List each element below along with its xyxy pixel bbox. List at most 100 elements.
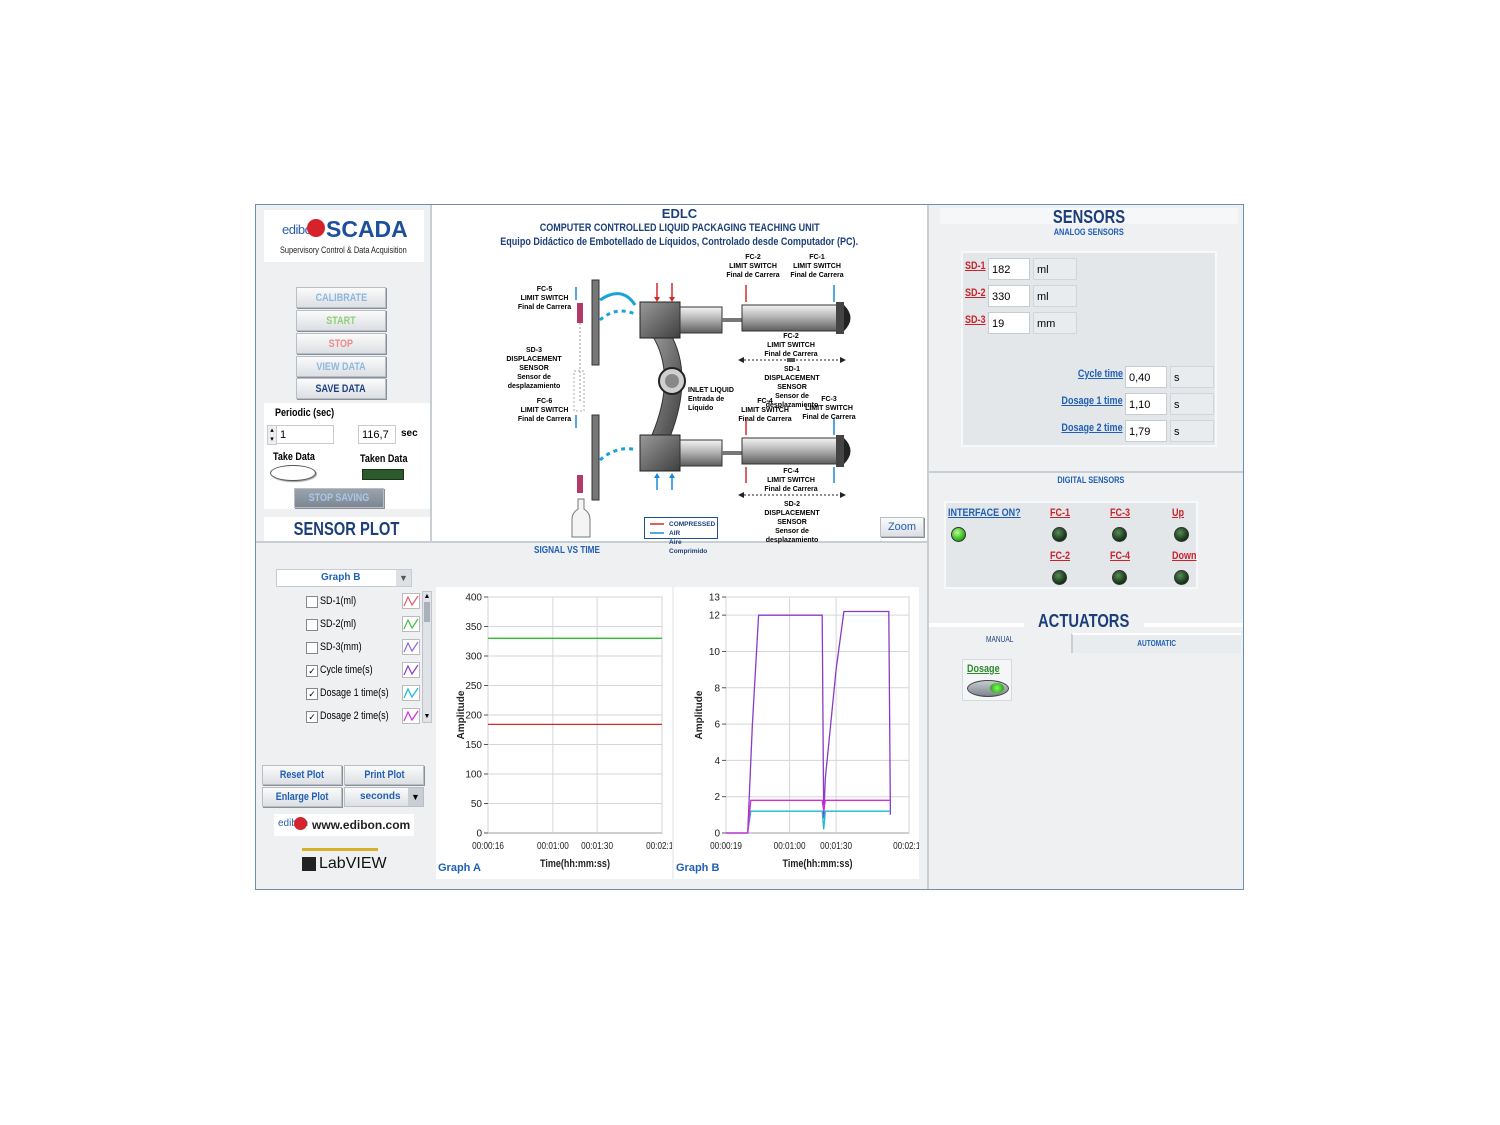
print-plot-button[interactable]: Print Plot — [344, 765, 424, 785]
y-tick-label: 300 — [465, 652, 482, 663]
tab-manual[interactable]: MANUAL — [986, 635, 1014, 644]
enlarge-plot-button[interactable]: Enlarge Plot — [262, 787, 342, 807]
signal-legend-swatch — [402, 593, 420, 609]
y-tick-label: 6 — [714, 720, 720, 731]
stop-button[interactable]: STOP — [296, 333, 386, 354]
y-tick-label: 50 — [471, 799, 483, 810]
y-tick-label: 12 — [709, 611, 721, 622]
brand-panel: edibon SCADA Supervisory Control & Data … — [264, 210, 424, 262]
start-button[interactable]: START — [296, 310, 386, 331]
actuators-heading: ACTUATORS — [1024, 609, 1144, 633]
up-label: Up — [1172, 507, 1185, 519]
periodic-input[interactable] — [276, 425, 334, 444]
signal-list-item[interactable]: ✓Dosage 2 time(s) — [306, 708, 420, 726]
x-tick-label: 00:01:30 — [581, 840, 613, 851]
graph-title: Graph B — [676, 862, 719, 874]
y-tick-label: 250 — [465, 681, 482, 692]
fc1-led — [1052, 527, 1067, 542]
signal-checkbox[interactable] — [306, 642, 318, 654]
sensors-title — [940, 208, 1238, 224]
col-divider-1 — [430, 205, 432, 541]
dosage-control[interactable]: Dosage — [962, 659, 1012, 701]
y-tick-label: 0 — [476, 829, 482, 840]
time-unit-value: seconds — [360, 791, 401, 802]
signal-checkbox[interactable]: ✓ — [306, 711, 318, 723]
signal-legend-swatch — [402, 708, 420, 724]
signal-list-item[interactable]: SD-3(mm) — [306, 639, 420, 657]
tab-automatic[interactable]: AUTOMATIC — [1071, 633, 1241, 653]
graph-a-panel: 00:00:1600:01:0000:01:3000:02:1405010015… — [436, 587, 678, 879]
graph-title: Graph A — [438, 862, 481, 874]
time-unit-select[interactable]: seconds ▼ — [344, 787, 424, 807]
y-axis-label: Amplitude — [694, 690, 705, 739]
view-data-button[interactable]: VIEW DATA — [296, 356, 386, 377]
zoom-button[interactable]: Zoom — [880, 517, 924, 537]
signal-list-item[interactable]: ✓Dosage 1 time(s) — [306, 685, 420, 703]
fc2-led — [1052, 570, 1067, 585]
plot-area — [725, 596, 910, 834]
y-tick-label: 350 — [465, 622, 482, 633]
col-divider-2 — [927, 205, 929, 889]
signal-checkbox[interactable] — [306, 619, 318, 631]
up-led — [1174, 527, 1189, 542]
analog-label: SD-1 — [965, 260, 986, 272]
signal-label: Dosage 1 time(s) — [320, 687, 389, 699]
x-tick-label: 00:01:00 — [774, 840, 806, 851]
periodic-label: Periodic (sec) — [275, 407, 335, 419]
signal-checkbox[interactable] — [306, 596, 318, 608]
dosage-toggle[interactable] — [967, 680, 1009, 697]
calibrate-button[interactable]: CALIBRATE — [296, 287, 386, 308]
signal-legend-swatch — [402, 685, 420, 701]
take-data-toggle[interactable] — [270, 465, 316, 481]
y-tick-label: 150 — [465, 740, 482, 751]
signal-checkbox[interactable]: ✓ — [306, 665, 318, 677]
time-value: 1,10 — [1125, 393, 1167, 415]
take-data-label: Take Data — [273, 451, 315, 463]
graph-b-chart[interactable]: 00:00:1900:01:0000:01:3000:02:1702468101… — [674, 587, 925, 879]
labview-logo: LabVIEW — [302, 848, 387, 878]
x-tick-label: 00:01:00 — [537, 840, 569, 851]
unit-title-es: Equipo Didáctico de Embotellado de Líqui… — [500, 236, 859, 248]
machine-drawing — [571, 279, 851, 538]
y-tick-label: 4 — [714, 756, 720, 767]
signal-list-item[interactable]: ✓Cycle time(s) — [306, 662, 420, 680]
series-line-3 — [726, 799, 891, 834]
graph-select[interactable]: Graph B ▼ — [276, 569, 412, 587]
analog-value: 330 — [988, 285, 1030, 307]
down-led — [1174, 570, 1189, 585]
acquisition-panel: Periodic (sec) ▴▾ 116,7 sec Take Data Ta… — [264, 403, 430, 509]
fc3-led — [1112, 527, 1127, 542]
save-data-button[interactable]: SAVE DATA — [296, 378, 386, 399]
signal-legend-swatch — [402, 639, 420, 655]
graph-b-panel: 00:00:1900:01:0000:01:3000:02:1702468101… — [674, 587, 925, 879]
analog-value: 182 — [988, 258, 1030, 280]
reset-plot-button[interactable]: Reset Plot — [262, 765, 342, 785]
signal-list-item[interactable]: SD-1(ml) — [306, 593, 420, 611]
time-unit: s — [1170, 420, 1214, 442]
list-scrollbar[interactable]: ▲ ▼ — [422, 591, 432, 723]
x-axis-label: Time(hh:mm:ss) — [540, 858, 610, 870]
y-tick-label: 10 — [709, 647, 721, 658]
sensor-plot-title: SENSOR PLOT — [264, 517, 430, 541]
fc1-label: FC-1 — [1050, 507, 1071, 519]
unit-code: EDLC — [661, 206, 698, 221]
website-link[interactable]: www.edibon.com — [312, 818, 411, 832]
scada-window: edibon SCADA Supervisory Control & Data … — [255, 204, 1244, 890]
scada-title: SCADA — [326, 216, 408, 242]
time-unit: s — [1170, 366, 1214, 388]
digital-sensors-heading: DIGITAL SENSORS — [1057, 475, 1125, 485]
analog-value: 19 — [988, 312, 1030, 334]
x-axis-label: Time(hh:mm:ss) — [783, 858, 853, 870]
signal-label: Dosage 2 time(s) — [320, 710, 389, 722]
signal-checkbox[interactable]: ✓ — [306, 688, 318, 700]
time-value: 1,79 — [1125, 420, 1167, 442]
graph-a-chart[interactable]: 00:00:1600:01:0000:01:3000:02:1405010015… — [436, 587, 678, 879]
signal-list-item[interactable]: SD-2(ml) — [306, 616, 420, 634]
stop-saving-button[interactable]: STOP SAVING — [294, 488, 384, 508]
x-tick-label: 00:00:19 — [710, 840, 742, 851]
